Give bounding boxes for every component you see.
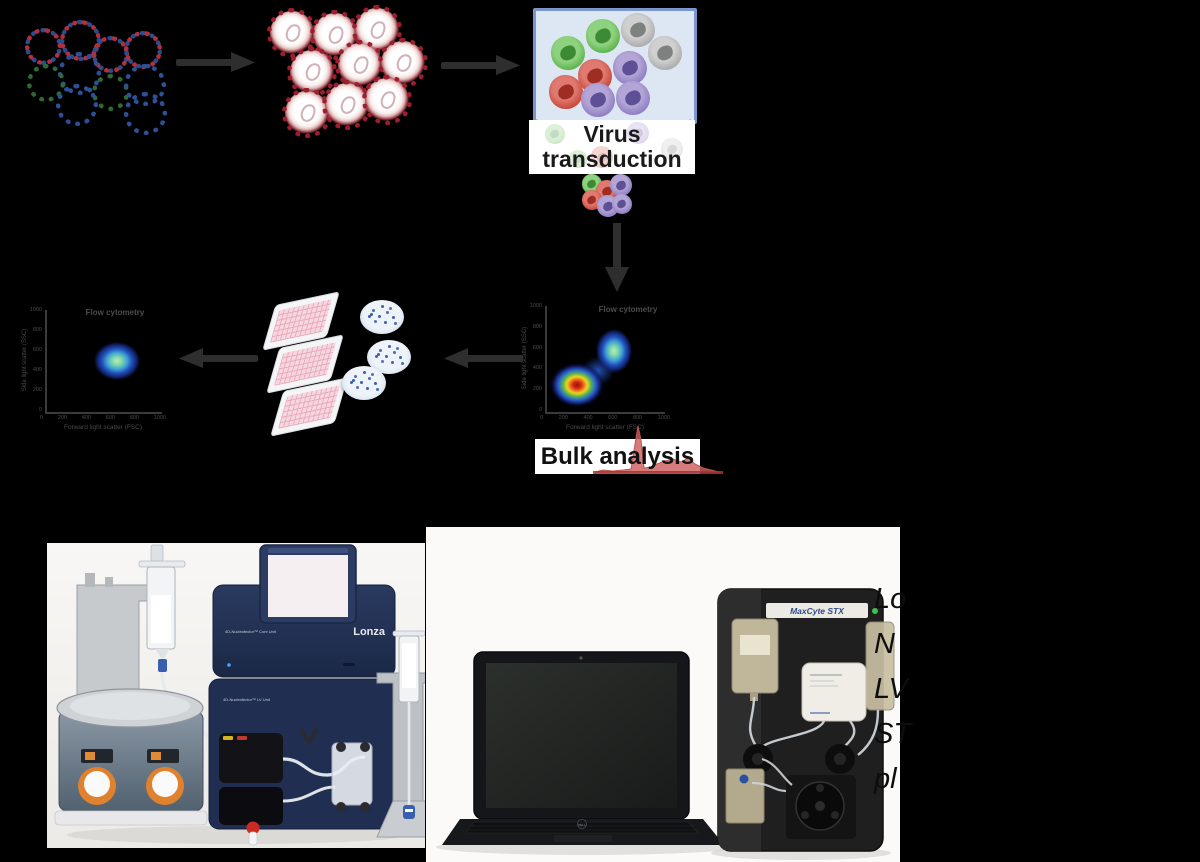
cell-green (586, 19, 620, 53)
caption-line: LV (874, 673, 908, 705)
bulk-analysis-label: Bulk analysis (540, 442, 695, 470)
tubing (751, 757, 793, 793)
pump-module (219, 733, 283, 825)
cell-purple (613, 51, 647, 85)
virus-particle (362, 75, 412, 125)
lv-unit-label: 4D-Nucleofector™ LV Unit (223, 697, 271, 702)
power-led (872, 608, 878, 614)
plasmid-ring-blue (124, 92, 167, 135)
cell-purple (581, 83, 615, 117)
transduced-cell-mini-cluster (578, 172, 638, 218)
virus-transduction-line1: Virus (583, 121, 641, 147)
lentivirus-cluster (267, 4, 433, 139)
caption-line: pl (874, 763, 897, 795)
maxcyte-model-label: MaxCyte STX (790, 606, 845, 616)
density-blob-hot (550, 363, 604, 407)
arrow-right-icon (176, 52, 255, 72)
buffer-box (725, 768, 765, 824)
caption-line: N (874, 628, 895, 660)
cell-gray (648, 36, 682, 70)
transduced-cell-culture-box (533, 8, 697, 124)
caption-line: ST (874, 718, 912, 750)
maxcyte-stx-instrument: MaxCyte STX (717, 588, 895, 852)
x-axis-label: Forward light scatter (FSC) (565, 424, 645, 431)
plasmid-ring-mixed (20, 23, 67, 70)
cell-red (591, 146, 613, 168)
density-blob (94, 342, 140, 380)
arrow-right-icon (441, 55, 520, 75)
y-axis-label: Side light scatter (SSC) (22, 328, 28, 392)
petri-dish (360, 300, 404, 334)
core-unit-label: 4D-Nucleofector™ Core Unit (225, 629, 277, 634)
cell-green (545, 124, 565, 144)
y-axis-label: Side light scatter (SSC) (522, 326, 528, 390)
magnetic-stirrer (54, 688, 208, 826)
reagent-bag-right (865, 621, 895, 711)
plasmid-cluster (18, 6, 168, 135)
tubing-manifold (282, 728, 373, 812)
x-axis-label: Forward light scatter (FSC) (63, 424, 143, 431)
caption-line: Lo (874, 583, 907, 615)
processing-assembly (801, 662, 867, 722)
cell-purple (612, 194, 632, 214)
plot-title: Flow cytometry (598, 305, 658, 314)
lonza-nucleofector-photo: Lonza 4D-Nucleofector™ Core Unit 4D-Nucl… (47, 543, 425, 848)
cell-green (551, 36, 585, 70)
maxcyte-laptop-photo: DELL MaxCyte STX (426, 527, 900, 862)
laptop: DELL (442, 651, 724, 845)
arrow-down-icon (605, 223, 629, 292)
red-histogram (593, 425, 723, 474)
caption-text: Lo N LV ST pl (874, 577, 911, 802)
plot-axes (545, 306, 665, 414)
cell-purple (616, 81, 650, 115)
arrow-left-icon (444, 348, 523, 368)
syringe-left (138, 544, 186, 672)
petri-dish (342, 366, 386, 400)
cell-purple (610, 174, 632, 196)
virus-transduction-label: Virus transduction (529, 120, 695, 174)
virus-transduction-caption: Virus transduction (529, 120, 695, 174)
tubing (748, 696, 880, 756)
plot-title: Flow cytometry (85, 308, 145, 317)
arrow-left-icon (179, 348, 258, 368)
cell-purple (627, 122, 649, 144)
virus-transduction-line2: transduction (542, 146, 682, 172)
cell-red (549, 75, 583, 109)
peristaltic-pump (786, 775, 856, 839)
sample-tube-red-cap (246, 821, 260, 846)
syringe-right (392, 630, 425, 819)
dell-logo: DELL (578, 823, 586, 827)
plasmid-ring-green (27, 64, 65, 102)
density-blob-cool (596, 329, 632, 373)
culture-plates-and-dishes (262, 291, 437, 437)
plasmid-ring-blue (56, 84, 98, 126)
cell-gray (621, 13, 655, 47)
reagent-bag-left (731, 618, 779, 701)
lonza-brand-label: Lonza (353, 626, 386, 638)
tablet-screen (259, 544, 357, 624)
cell-gray (661, 138, 683, 160)
plot-axes (45, 310, 162, 414)
cell-green (569, 150, 587, 168)
